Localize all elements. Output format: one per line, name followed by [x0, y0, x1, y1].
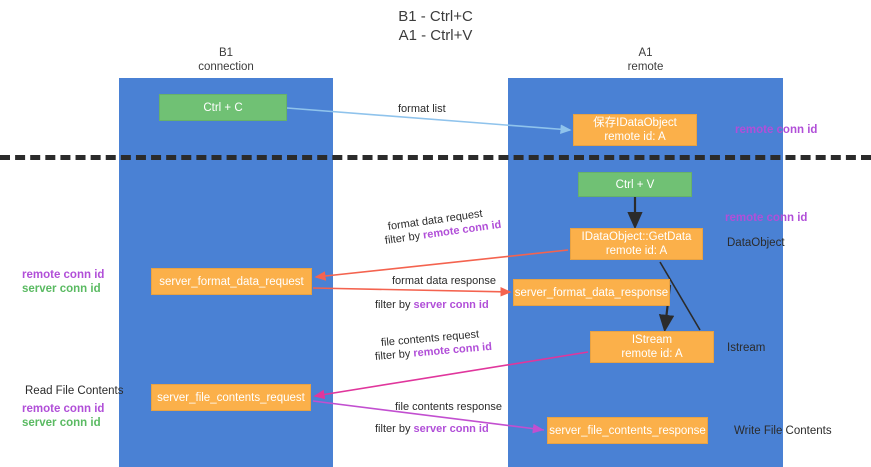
edge-label-format-data-response-line1: format data response: [392, 275, 496, 287]
annotation-remote-conn-id-mid: remote conn id: [725, 212, 808, 224]
node-idataobject-line1: 保存IDataObject: [593, 117, 677, 129]
node-server-format-data-response[interactable]: server_format_data_response: [513, 279, 670, 306]
node-istream-line2: remote id: A: [621, 348, 683, 360]
node-server-file-contents-request-label: server_file_contents_request: [157, 391, 305, 404]
node-server-format-data-request-label: server_format_data_request: [159, 275, 304, 288]
node-istream-line1: IStream: [631, 334, 673, 346]
edge-label-prefix: filter by: [374, 347, 414, 363]
edge-label-file-contents-response-line1: file contents response: [395, 401, 503, 413]
node-idataobject-line2: remote id: A: [604, 131, 666, 143]
node-server-file-contents-response-label: server_file_contents_response: [549, 424, 706, 437]
node-ctrl-c[interactable]: Ctrl + C: [159, 94, 287, 121]
node-server-format-data-request[interactable]: server_format_data_request: [151, 268, 312, 295]
node-server-file-contents-request[interactable]: server_file_contents_request: [151, 384, 311, 411]
edge-label-highlight-server-conn-id: server conn id: [413, 423, 489, 435]
annotation-write-file-contents: Write File Contents: [734, 425, 832, 437]
annotation-left-server-conn-id-b: server conn id: [22, 417, 101, 429]
annotation-left-server-conn-id-a: server conn id: [22, 283, 101, 295]
node-idataobject[interactable]: 保存IDataObject remote id: A: [573, 114, 697, 146]
annotation-read-file-contents: Read File Contents: [25, 385, 124, 397]
edge-format-data-response: [312, 287, 512, 297]
annotation-remote-conn-id-top: remote conn id: [735, 124, 818, 136]
node-idataobject-getdata[interactable]: IDataObject::GetData remote id: A: [570, 228, 703, 260]
edge-label-highlight-server-conn-id: server conn id: [413, 299, 489, 311]
annotation-dataobject: DataObject: [727, 237, 785, 249]
node-ctrl-v-label: Ctrl + V: [615, 178, 655, 191]
annotation-left-remote-conn-id-a: remote conn id: [22, 269, 105, 281]
node-getdata-line2: remote id: A: [605, 245, 668, 257]
node-server-file-contents-response[interactable]: server_file_contents_response: [547, 417, 708, 444]
annotation-left-remote-conn-id-b: remote conn id: [22, 403, 105, 415]
edge-label-prefix: filter by: [375, 423, 414, 435]
column-header-a1: A1 remote: [627, 47, 664, 73]
edge-label-prefix: filter by: [375, 299, 414, 311]
node-ctrl-v[interactable]: Ctrl + V: [578, 172, 692, 197]
edge-label-format-data-response-line2: filter by server conn id: [375, 298, 489, 312]
node-server-format-data-response-label: server_format_data_response: [514, 286, 669, 299]
annotation-istream: Istream: [727, 342, 766, 354]
edge-label-prefix: filter by: [384, 229, 424, 247]
node-getdata-line1: IDataObject::GetData: [581, 231, 692, 243]
edge-label-file-contents-response-line2: filter by server conn id: [375, 422, 489, 436]
phase-divider: [0, 155, 871, 160]
node-ctrl-c-label: Ctrl + C: [203, 101, 243, 114]
node-istream[interactable]: IStream remote id: A: [590, 331, 714, 363]
edge-label-format-list: format list: [398, 103, 446, 115]
page-title: B1 - Ctrl+C A1 - Ctrl+V: [398, 8, 473, 44]
column-header-b1: B1 connection: [198, 47, 254, 73]
